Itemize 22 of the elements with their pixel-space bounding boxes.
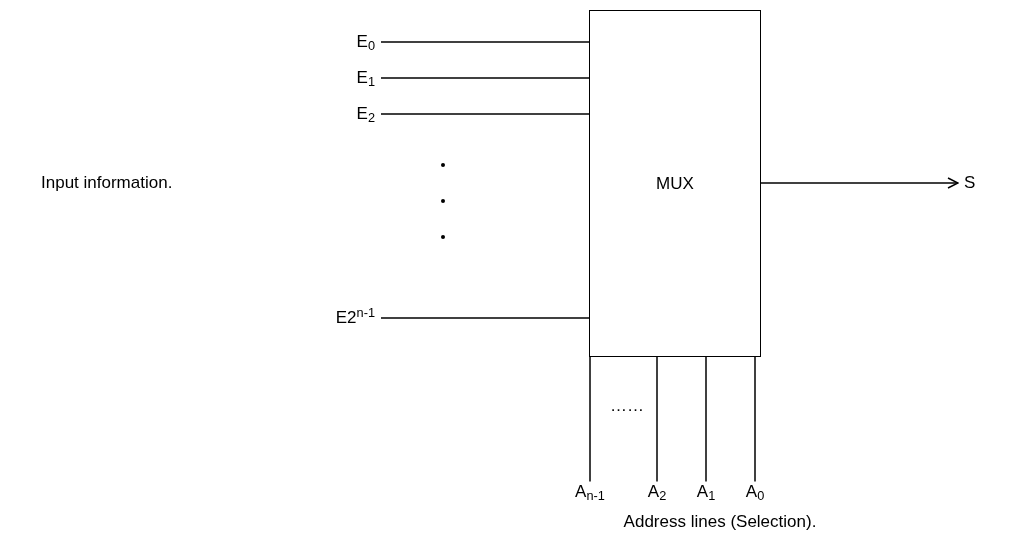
signal-line bbox=[705, 356, 707, 483]
signal-label: E2$^{n-1}$ bbox=[335, 307, 375, 329]
signal-label: E$_{2}$ bbox=[356, 103, 375, 125]
signal-label: S bbox=[964, 172, 976, 194]
signal-line bbox=[380, 41, 590, 43]
signal-label: A$_{0}$ bbox=[745, 481, 765, 503]
side-label: Input information. bbox=[41, 172, 173, 194]
signal-label: A$_{2}$ bbox=[647, 481, 667, 503]
signal-line bbox=[380, 317, 590, 319]
ellipsis-text: …… bbox=[610, 395, 644, 417]
signal-line bbox=[380, 113, 590, 115]
signal-label: E$_{1}$ bbox=[356, 67, 375, 89]
mux-block: MUX bbox=[589, 10, 761, 357]
signal-line bbox=[754, 356, 756, 483]
signal-label: A$_{n-1}$ bbox=[575, 481, 605, 503]
axis-caption: Address lines (Selection). bbox=[623, 511, 817, 533]
signal-line bbox=[589, 356, 591, 483]
arrow bbox=[760, 177, 959, 189]
signal-line bbox=[656, 356, 658, 483]
signal-line bbox=[380, 77, 590, 79]
signal-label: A$_{1}$ bbox=[696, 481, 716, 503]
signal-label: E$_{0}$ bbox=[356, 31, 375, 53]
